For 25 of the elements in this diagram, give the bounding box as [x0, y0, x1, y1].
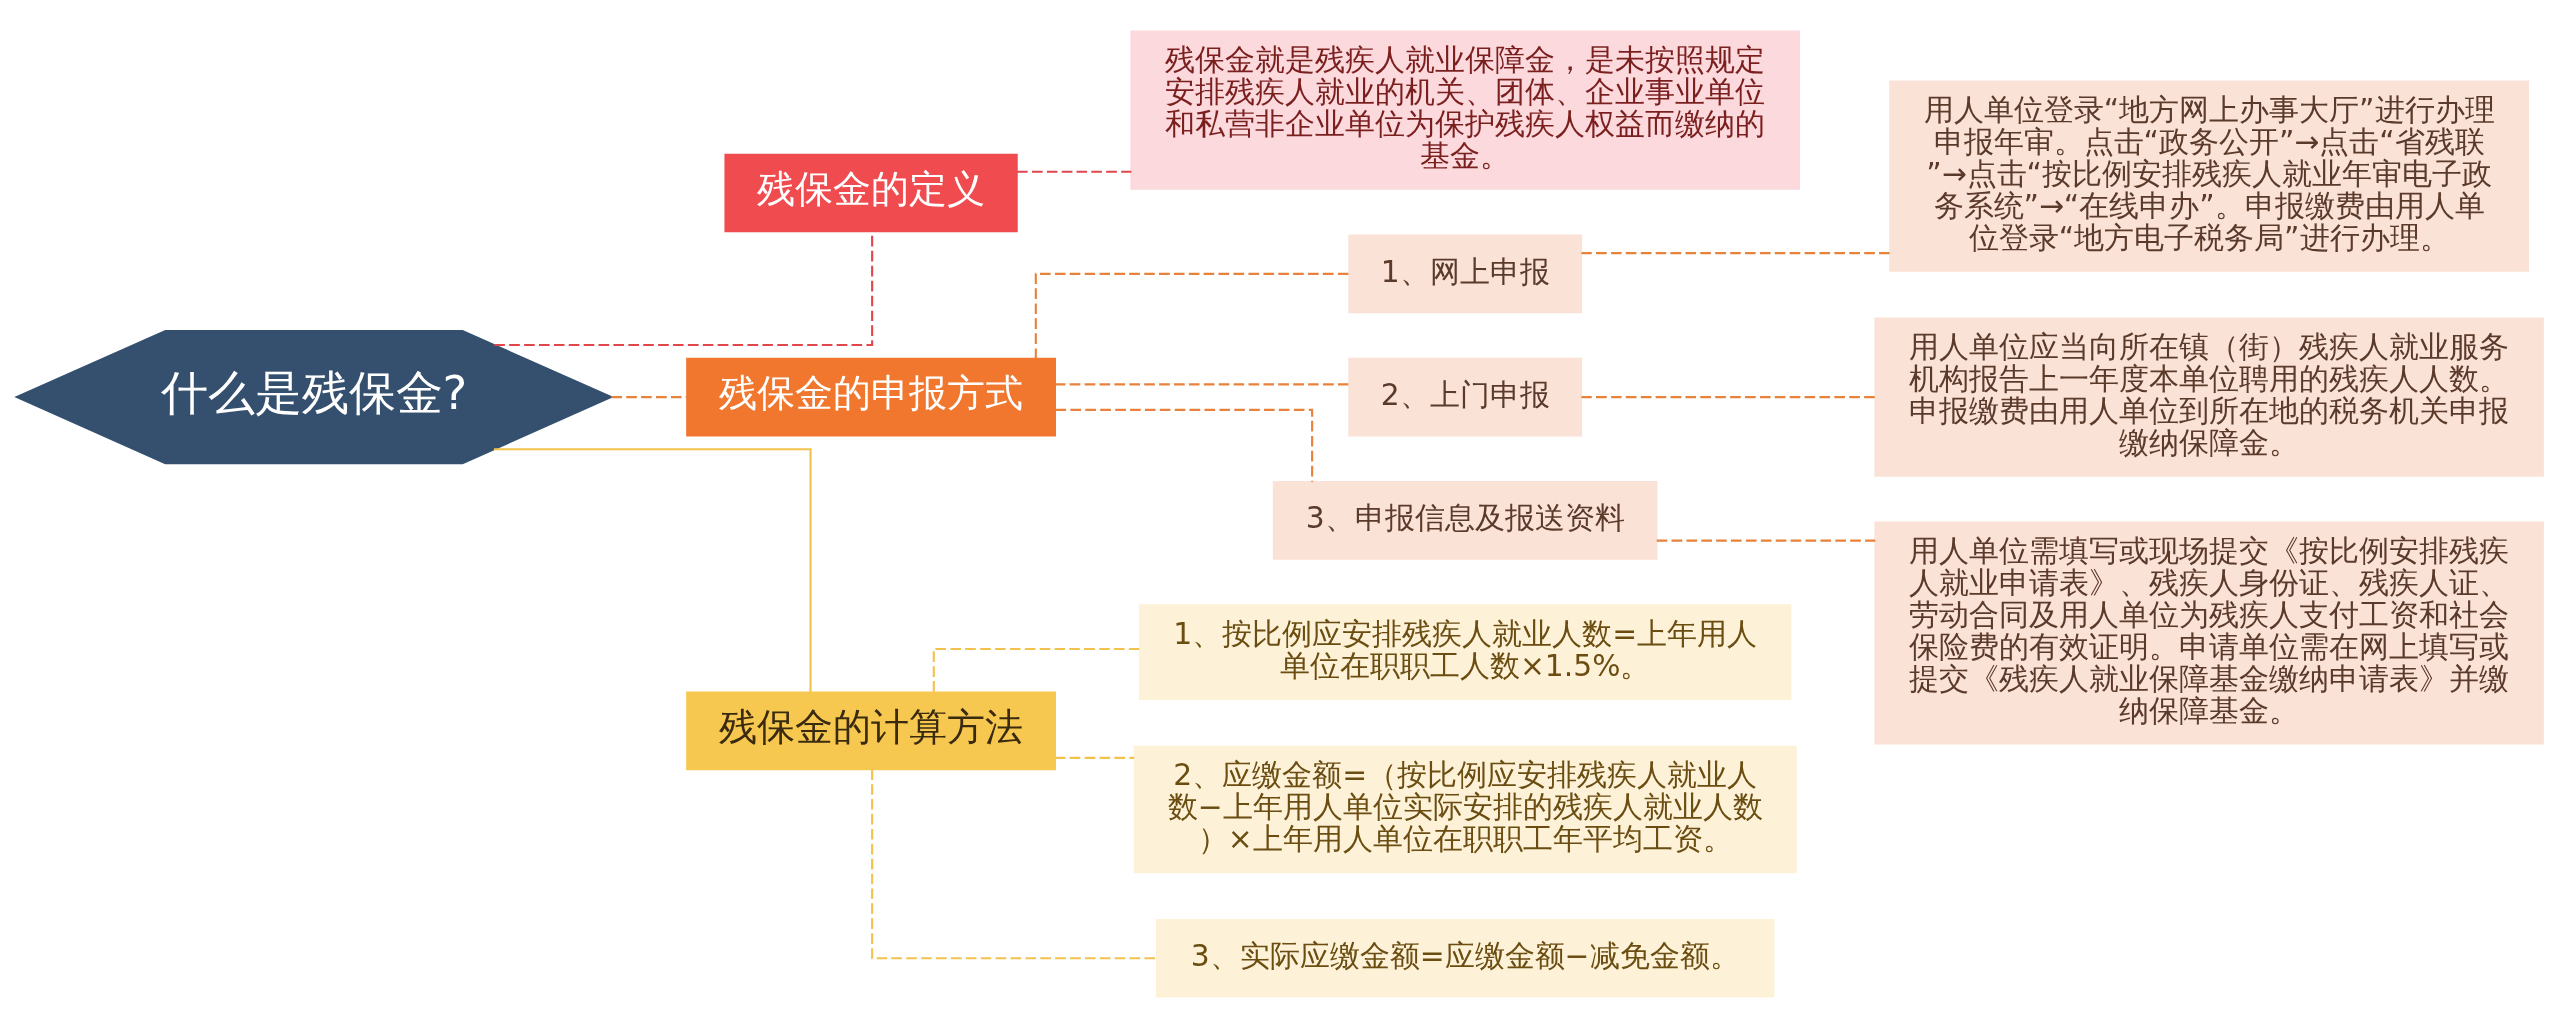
connector — [1055, 408, 1314, 482]
node-box: 残保金的计算方法 — [686, 691, 1056, 770]
connector — [1017, 170, 1132, 173]
connector — [1581, 395, 1876, 398]
node-box: 用人单位需填写或现场提交《按比例安排残疾人就业申请表》、残疾人身份证、残疾人证、劳动合同及用人单位为残疾人支付工资和社会保险费的有效证明。申请单位需在网上填写或提交《残疾人就业保障基金缴纳申请表》并缴纳保障基金。 — [1874, 520, 2544, 745]
node-box: 2、上门申报 — [1348, 357, 1583, 436]
node-box: 2、应缴金额=（按比例应安排残疾人就业人数−上年用人单位实际安排的残疾人就业人数）×上年用人单位在职职工年平均工资。 — [1133, 745, 1797, 873]
connector — [932, 647, 1140, 692]
connector — [1581, 251, 1890, 254]
node-box: 3、实际应缴金额=应缴金额−减免金额。 — [1155, 918, 1775, 998]
node-box: 用人单位应当向所在镇（街）残疾人就业服务机构报告上一年度本单位聘用的残疾人人数。申报缴费由用人单位到所在地的税务机关申报缴纳保障金。 — [1874, 316, 2544, 477]
connector — [1055, 382, 1349, 385]
connector — [1055, 756, 1135, 759]
node-box: 用人单位登录“地方网上办事大厅”进行办理申报年审。点击“政务公开”→点击“省残联”→点击“按比例安排残疾人就业年审电子政务系统”→“在线申办”。申报缴费由用人单位登录“地方电子税务局”进行办理。 — [1889, 79, 2529, 272]
connector — [1034, 272, 1349, 359]
node-box: 3、申报信息及报送资料 — [1272, 480, 1658, 560]
node-box: 残保金的定义 — [724, 153, 1018, 232]
connector — [871, 768, 1157, 959]
node-box: 残保金的申报方式 — [686, 357, 1056, 436]
connector — [1656, 539, 1876, 542]
connector — [611, 395, 687, 398]
node-box: 1、网上申报 — [1348, 234, 1583, 313]
connector — [493, 447, 812, 692]
node-box: 1、按比例应安排残疾人就业人数=上年用人单位在职职工人数×1.5%。 — [1138, 603, 1792, 700]
node-box: 残保金就是残疾人就业保障金，是未按照规定安排残疾人就业的机关、团体、企业事业单位和私营非企业单位为保护残疾人权益而缴纳的基金。 — [1130, 29, 1800, 190]
